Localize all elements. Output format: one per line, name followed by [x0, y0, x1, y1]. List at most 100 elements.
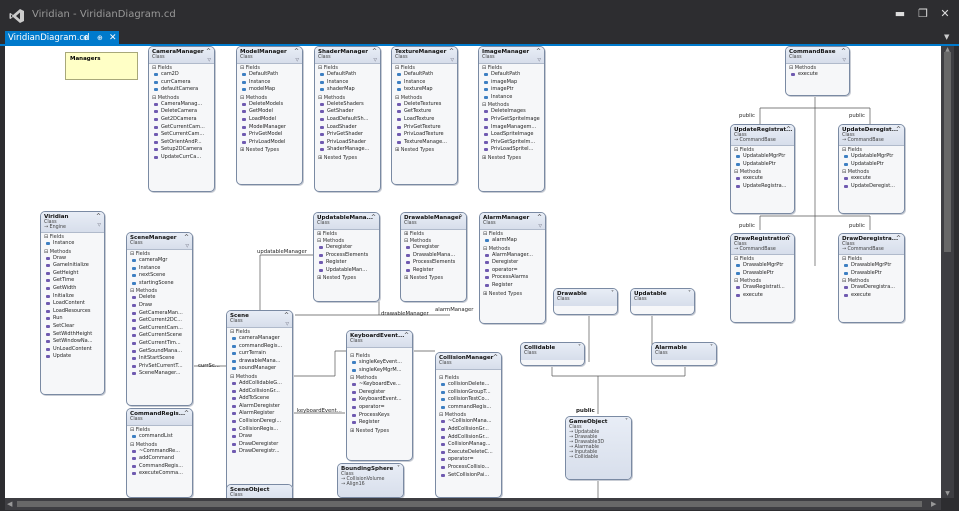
nested-types-section[interactable]: ⊞ Nested Types [482, 154, 522, 161]
fields-section[interactable]: ⊟ Fields [130, 251, 150, 257]
fields-section[interactable]: ⊟ Fields [842, 256, 862, 262]
fields-section[interactable]: ⊟ Fields [318, 65, 338, 71]
class-updatablemanager[interactable]: UpdatableMana...Class^ ⊞ Fields ⊟ Method… [313, 212, 380, 302]
collapse-icon[interactable]: ^ [785, 126, 791, 133]
nested-types-section[interactable]: ⊞ Nested Types [318, 154, 358, 161]
methods-section[interactable]: ⊟ Methods [152, 94, 180, 101]
methods-section[interactable]: ⊟ Methods [483, 245, 511, 252]
filter-icon[interactable]: ▽ [285, 322, 289, 327]
fields-section[interactable]: ⊟ Fields [482, 65, 502, 71]
collapse-icon[interactable]: ^ [205, 48, 211, 55]
class-drawderegistration[interactable]: DrawDeregistra...Class→ CommandBase^ ⊟ F… [838, 233, 905, 323]
fields-section[interactable]: ⊟ Fields [152, 65, 172, 71]
methods-section[interactable]: ⊟ Methods [350, 375, 378, 382]
filter-icon[interactable]: ▽ [842, 58, 846, 63]
scroll-right-icon[interactable]: ▶ [931, 500, 937, 508]
methods-section[interactable]: ⊟ Methods [439, 412, 467, 419]
methods-section[interactable]: ⊟ Methods [482, 102, 510, 109]
fields-section[interactable]: ⊞ Fields [404, 231, 424, 237]
tab-overflow-chevron-icon[interactable]: ▼ [944, 33, 950, 41]
horizontal-scrollbar[interactable]: ◀ ▶ [5, 498, 941, 510]
collapse-icon[interactable]: ^ [535, 48, 541, 55]
methods-section[interactable]: ⊟ Methods [842, 278, 870, 285]
methods-section[interactable]: ⊟ Methods [230, 373, 258, 380]
collapse-icon[interactable]: ^ [840, 48, 846, 55]
collapse-icon[interactable]: ^ [183, 410, 189, 417]
filter-icon[interactable]: ▽ [207, 58, 211, 63]
fields-section[interactable]: ⊟ Fields [350, 353, 370, 359]
diagram-canvas[interactable]: Managers updatableManager drawableManage… [5, 46, 941, 498]
fields-section[interactable]: ⊟ Fields [230, 329, 250, 335]
fields-section[interactable]: ⊞ Fields [317, 231, 337, 237]
filter-icon[interactable]: ▽ [185, 244, 189, 249]
expand-icon[interactable]: ˅ [710, 344, 713, 351]
methods-section[interactable]: ⊟ Methods [130, 288, 158, 295]
nested-types-section[interactable]: ⊞ Nested Types [317, 275, 357, 282]
expand-icon[interactable]: ˅ [611, 290, 614, 297]
filter-icon[interactable]: ▽ [450, 58, 454, 63]
fields-section[interactable]: ⊟ Fields [395, 65, 415, 71]
fields-section[interactable]: ⊟ Fields [734, 256, 754, 262]
collapse-icon[interactable]: ^ [895, 126, 901, 133]
minimize-icon[interactable]: ▬ [894, 7, 906, 20]
collapse-icon[interactable]: ^ [403, 332, 409, 339]
expand-icon[interactable]: ˅ [397, 465, 400, 472]
methods-section[interactable]: ⊟ Methods [404, 238, 432, 244]
restore-icon[interactable]: ❐ [918, 7, 928, 20]
vertical-scrollbar[interactable]: ▲ ▼ [941, 46, 954, 498]
expand-icon[interactable]: ˅ [578, 344, 581, 351]
filter-icon[interactable]: ▽ [538, 224, 542, 229]
methods-section[interactable]: ⊟ Methods [842, 169, 870, 176]
collapse-icon[interactable]: ^ [457, 214, 463, 221]
collapse-icon[interactable]: ^ [785, 235, 791, 242]
methods-section[interactable]: ⊟ Methods [317, 238, 345, 244]
collapse-icon[interactable]: ^ [448, 48, 454, 55]
nested-types-section[interactable]: ⊞ Nested Types [483, 290, 523, 297]
fields-section[interactable]: ⊟ Fields [439, 375, 459, 381]
fields-section[interactable]: ⊟ Fields [240, 65, 260, 71]
keep-open-icon[interactable]: ⊕ [97, 34, 103, 42]
fields-section[interactable]: ⊟ Fields [44, 234, 64, 240]
expand-icon[interactable]: ˅ [688, 290, 691, 297]
tab-close-icon[interactable]: ✕ [109, 33, 117, 43]
class-updatederegistration[interactable]: UpdateDeregist...Class→ CommandBase^ ⊟ F… [838, 124, 905, 214]
collapse-icon[interactable]: ^ [371, 48, 377, 55]
nested-types-section[interactable]: ⊞ Nested Types [404, 275, 444, 282]
class-commandregistration[interactable]: CommandRegis...Class^ ⊟ Fields commandLi… [126, 408, 193, 498]
methods-section[interactable]: ⊟ Methods [240, 94, 268, 101]
nested-types-section[interactable]: ⊞ Nested Types [240, 147, 280, 154]
methods-section[interactable]: ⊟ Methods [130, 441, 158, 448]
methods-section[interactable]: ⊟ Methods [318, 94, 346, 101]
scroll-left-icon[interactable]: ◀ [7, 500, 13, 508]
methods-section[interactable]: ⊟ Methods [395, 94, 423, 101]
collapse-icon[interactable]: ^ [492, 354, 498, 361]
methods-section[interactable]: ⊟ Methods [734, 278, 762, 285]
fields-section[interactable]: ⊟ Fields [483, 231, 503, 237]
vertical-scroll-thumb[interactable] [944, 52, 951, 252]
horizontal-scroll-thumb[interactable] [17, 501, 922, 507]
nested-types-section[interactable]: ⊞ Nested Types [395, 147, 435, 154]
methods-section[interactable]: ⊟ Methods [789, 65, 817, 71]
tab-viridian-diagram[interactable]: ViridianDiagram.cd ⊕ ⊕ ✕ [5, 31, 119, 45]
scroll-up-icon[interactable]: ▲ [945, 46, 950, 53]
filter-icon[interactable]: ▽ [373, 58, 377, 63]
fields-section[interactable]: ⊟ Fields [842, 147, 862, 153]
fields-section[interactable]: ⊟ Fields [734, 147, 754, 153]
collapse-icon[interactable]: ^ [293, 48, 299, 55]
